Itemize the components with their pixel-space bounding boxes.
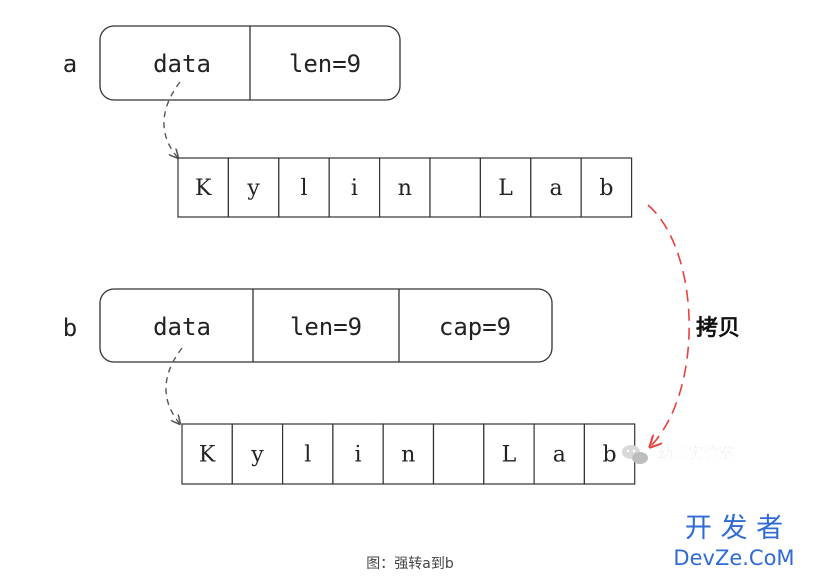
slice-header-b: data len=9 cap=9 [99, 288, 553, 363]
devze-logo: 开 发 者 DevZe.CoM [673, 513, 794, 570]
array-cell [432, 423, 485, 485]
array-cell [227, 157, 280, 218]
array-cell-char: K [195, 176, 212, 201]
var-a-label: a [63, 50, 77, 78]
watermark: 幼麟实验室 [622, 444, 733, 464]
array-cell [382, 423, 435, 485]
array-cell-char: l [300, 176, 307, 201]
array-cell [479, 157, 532, 218]
array-cell-char: a [549, 176, 562, 201]
array-cell [181, 423, 233, 485]
array-cell-char: a [553, 443, 566, 468]
array-cell [328, 157, 381, 218]
logo-top-text: 开 发 者 [685, 513, 783, 544]
header-b-data-field: data [153, 313, 211, 341]
var-b-label: b [63, 314, 77, 342]
array-cell [231, 423, 284, 485]
array-cell-char: y [250, 443, 264, 468]
array-cell-char: b [599, 176, 613, 201]
header-a-len-field: len=9 [289, 50, 361, 78]
array-cell-char: i [351, 176, 358, 201]
array-cell [580, 157, 633, 218]
header-a-data-field: data [153, 50, 211, 78]
logo-bottom-text: DevZe.CoM [673, 546, 794, 570]
array-cell-char: l [304, 443, 311, 468]
array-cell [282, 423, 334, 485]
copy-label: 拷贝 [696, 315, 740, 341]
figure-caption: 图：强转a到b [366, 556, 454, 572]
array-cell-char: i [355, 443, 362, 468]
array-cell-char: y [246, 176, 260, 201]
copy-arrow [647, 204, 690, 447]
array-cell [533, 423, 585, 485]
header-b-cap-field: cap=9 [439, 313, 511, 341]
watermark-text: 幼麟实验室 [658, 444, 733, 462]
array-cell-char: K [199, 443, 216, 468]
array-cell-char: L [502, 443, 517, 468]
array-cell-char: n [398, 176, 412, 201]
array-cell [429, 157, 482, 218]
array-cell [278, 157, 330, 218]
array-cell-char: n [401, 443, 415, 468]
slice-header-a: data len=9 [99, 25, 401, 101]
wechat-icon [622, 445, 648, 464]
array-cell [177, 157, 230, 218]
array-cell-char: b [603, 443, 617, 468]
header-b-len-field: len=9 [290, 313, 362, 341]
array-cell-char: L [498, 176, 513, 201]
